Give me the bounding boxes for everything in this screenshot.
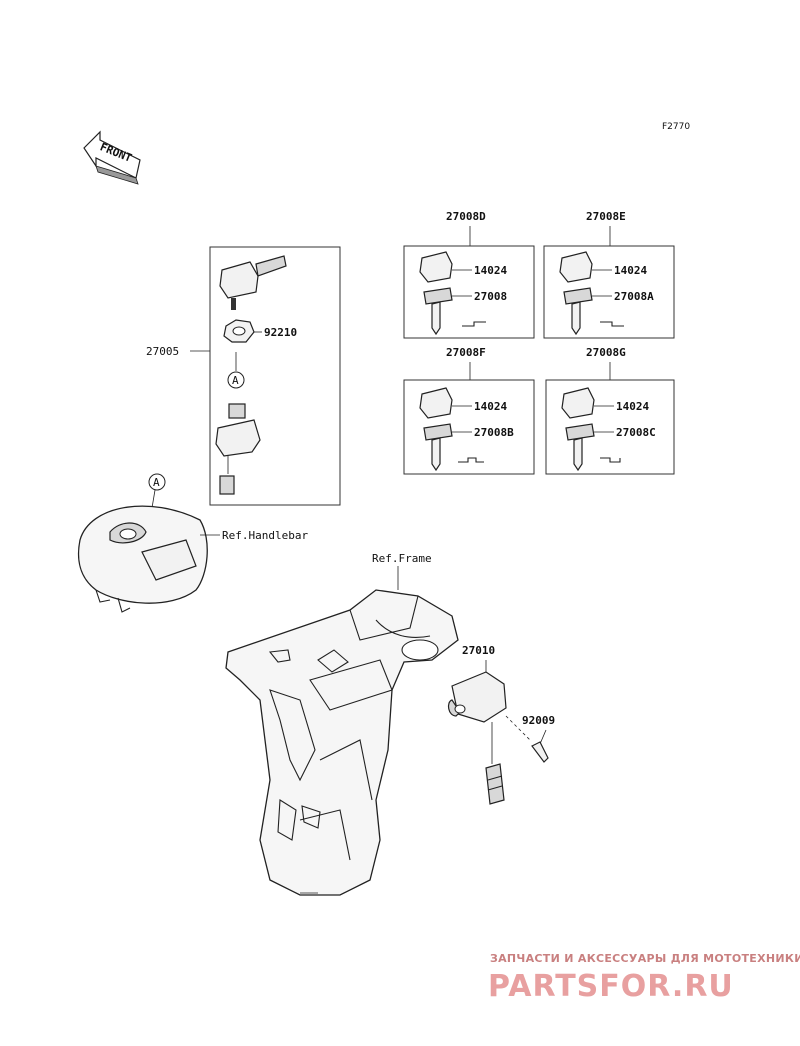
ignition-key-icon: [219, 255, 287, 310]
key-blank-icon: [423, 423, 453, 441]
key-set-27008g: 27008G 14024 27008C: [545, 346, 675, 475]
part-number-27008g: 27008G: [586, 346, 626, 359]
figure-code: F2770: [662, 122, 690, 132]
part-number-14024-d: 14024: [474, 264, 507, 277]
frame-icon: [225, 589, 459, 896]
part-number-27008: 27008: [474, 290, 507, 303]
key-blank-icon: [565, 423, 595, 441]
key-blank-icon: [563, 287, 593, 305]
switch-27010-group: 27010: [447, 644, 531, 805]
part-number-27008a: 27008A: [614, 290, 654, 303]
part-number-27008f: 27008F: [446, 346, 486, 359]
nut-icon: [223, 319, 255, 343]
ref-frame: Ref.Frame: [372, 552, 432, 565]
screw-icon: [531, 741, 549, 763]
part-number-14024-e: 14024: [614, 264, 647, 277]
part-number-92210: 92210: [264, 326, 297, 339]
part-number-27005: 27005: [146, 345, 179, 358]
part-number-27010: 27010: [462, 644, 495, 657]
ignition-switch-body-icon: [215, 403, 261, 495]
key-cap-icon: [419, 387, 453, 419]
frame-group: Ref.Frame: [225, 552, 459, 896]
switch-icon: [451, 671, 507, 723]
part-number-14024-g: 14024: [616, 400, 649, 413]
part-number-92009: 92009: [522, 714, 555, 727]
ref-handlebar: Ref.Handlebar: [222, 529, 308, 542]
ignition-assembly-group: 27005 92210 A: [146, 246, 341, 506]
key-set-27008e: 27008E 14024 27008A: [543, 210, 675, 339]
key-cap-icon: [559, 251, 593, 283]
key-set-27008f: 27008F 14024 27008B: [403, 346, 535, 475]
key-cap-icon: [561, 387, 595, 419]
screw-92009-group: 92009: [522, 714, 555, 763]
part-number-14024-f: 14024: [474, 400, 507, 413]
callout-a-inner: A: [232, 374, 239, 387]
watermark-line2: PARTSFOR.RU: [488, 969, 734, 1004]
front-arrow-icon: FRONT: [83, 130, 141, 185]
callout-a-outer: A: [153, 476, 160, 489]
key-set-27008d: 27008D 14024 27008: [403, 210, 535, 339]
part-number-27008c: 27008C: [616, 426, 656, 439]
watermark-line1: ЗАПЧАСТИ И АКСЕССУАРЫ ДЛЯ МОТОТЕХНИКИ: [490, 952, 800, 965]
key-cap-icon: [419, 251, 453, 283]
part-number-27008b: 27008B: [474, 426, 514, 439]
handlebar-cover-group: A Ref.Handlebar: [77, 473, 308, 613]
part-number-27008e: 27008E: [586, 210, 626, 223]
part-number-27008d: 27008D: [446, 210, 486, 223]
key-blank-icon: [423, 287, 453, 305]
watermark: ЗАПЧАСТИ И АКСЕССУАРЫ ДЛЯ МОТОТЕХНИКИ PA…: [488, 952, 800, 1004]
